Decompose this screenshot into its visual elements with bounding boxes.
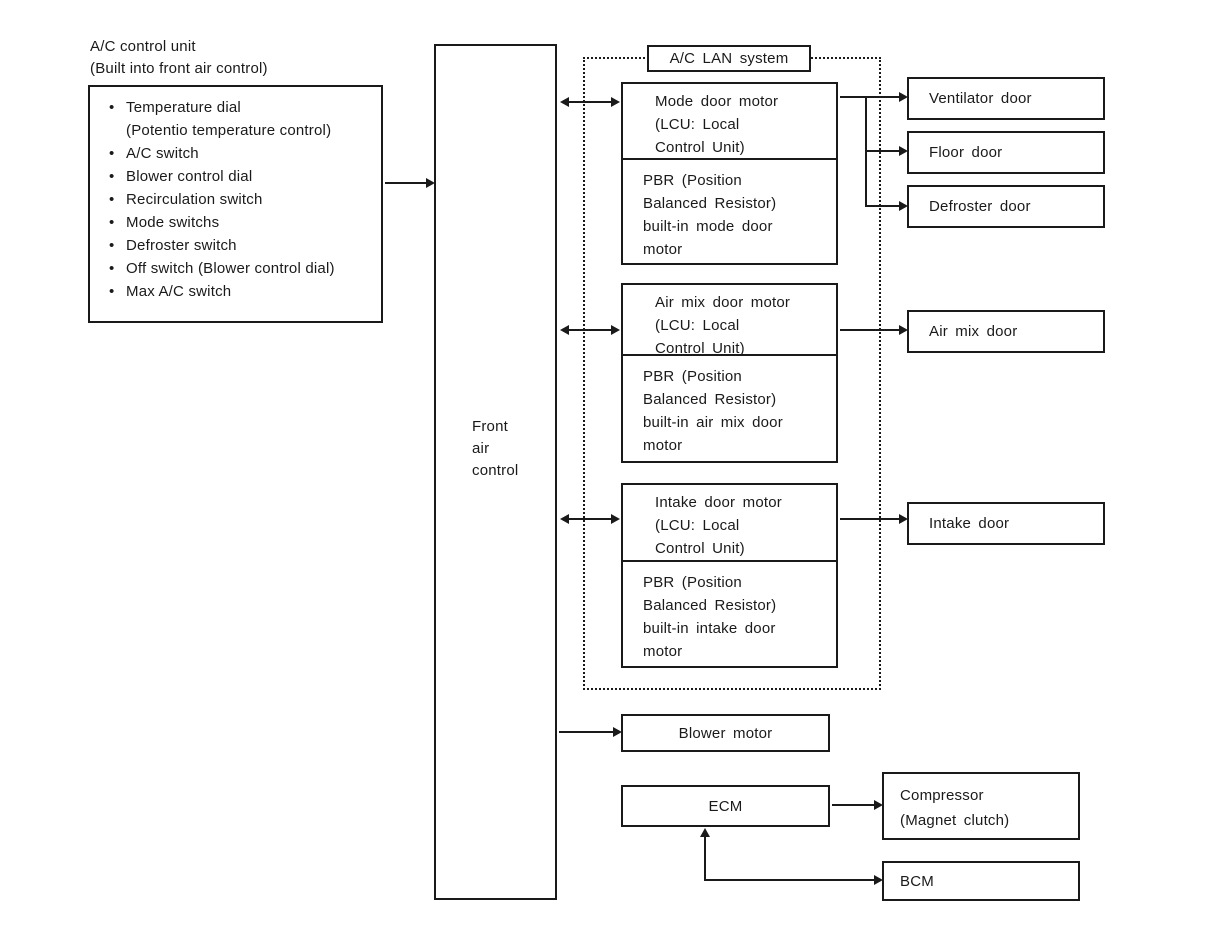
air-mix-door-motor-pbr-section: PBR (Position Balanced Resistor) built-i… — [643, 368, 783, 454]
connector-front-air-control-to-blower-motor — [559, 731, 614, 733]
connector-branch-to-floor-door — [865, 150, 900, 152]
connector-ecm-to-compressor — [832, 804, 875, 806]
lan-system-title: A/C LAN system — [669, 50, 789, 67]
list-item: A/C switch — [100, 142, 371, 165]
ecm-box: ECM — [621, 785, 830, 827]
ventilator-door-box: Ventilator door — [907, 77, 1105, 120]
floor-door-box: Floor door — [907, 131, 1105, 174]
connector-front-air-control-intake-motor — [568, 518, 612, 520]
connector-front-air-control-mode-motor — [568, 101, 612, 103]
list-item: Defroster switch — [100, 234, 371, 257]
front-air-control-box: Front air control — [434, 44, 557, 900]
intake-door-motor-box: Intake door motor (LCU: Local Control Un… — [621, 483, 838, 668]
list-item: Recirculation switch — [100, 188, 371, 211]
bcm-box: BCM — [882, 861, 1080, 901]
intake-door-motor-lcu-section: Intake door motor (LCU: Local Control Un… — [623, 485, 836, 562]
mode-door-motor-lcu-section: Mode door motor (LCU: Local Control Unit… — [623, 84, 836, 160]
compressor-box: Compressor (Magnet clutch) — [882, 772, 1080, 840]
blower-motor-box: Blower motor — [621, 714, 830, 752]
lan-system-title-box: A/C LAN system — [647, 45, 811, 72]
connector-bcm-elbow-to-ecm — [704, 836, 706, 881]
connector-elbow-to-bcm — [704, 879, 875, 881]
intake-door-motor-pbr-section: PBR (Position Balanced Resistor) built-i… — [643, 574, 777, 660]
list-item: Max A/C switch — [100, 280, 371, 303]
connector-mode-motor-to-ventilator-door — [840, 96, 900, 98]
connector-control-unit-to-front-air-control — [385, 182, 427, 184]
control-unit-caption-line2: (Built into front air control) — [90, 60, 268, 77]
intake-door-box: Intake door — [907, 502, 1105, 545]
mode-door-motor-pbr-section: PBR (Position Balanced Resistor) built-i… — [643, 172, 777, 258]
connector-branch-to-defroster-door — [865, 205, 900, 207]
list-item: Off switch (Blower control dial) — [100, 257, 371, 280]
list-item: Mode switchs — [100, 211, 371, 234]
list-item-subtext: (Potentio temperature control) — [126, 122, 332, 139]
air-mix-door-box: Air mix door — [907, 310, 1105, 353]
mode-door-motor-box: Mode door motor (LCU: Local Control Unit… — [621, 82, 838, 265]
connector-front-air-control-air-mix-motor — [568, 329, 612, 331]
front-air-control-label: Front air control — [472, 418, 519, 479]
control-unit-caption-line1: A/C control unit — [90, 38, 196, 55]
connector-air-mix-motor-to-air-mix-door — [840, 329, 900, 331]
list-item: Temperature dial — [100, 96, 371, 119]
control-unit-box: Temperature dial (Potentio temperature c… — [88, 85, 383, 323]
air-mix-door-motor-box: Air mix door motor (LCU: Local Control U… — [621, 283, 838, 463]
defroster-door-box: Defroster door — [907, 185, 1105, 228]
connector-intake-motor-to-intake-door — [840, 518, 900, 520]
air-mix-door-motor-lcu-section: Air mix door motor (LCU: Local Control U… — [623, 285, 836, 357]
list-item: Blower control dial — [100, 165, 371, 188]
